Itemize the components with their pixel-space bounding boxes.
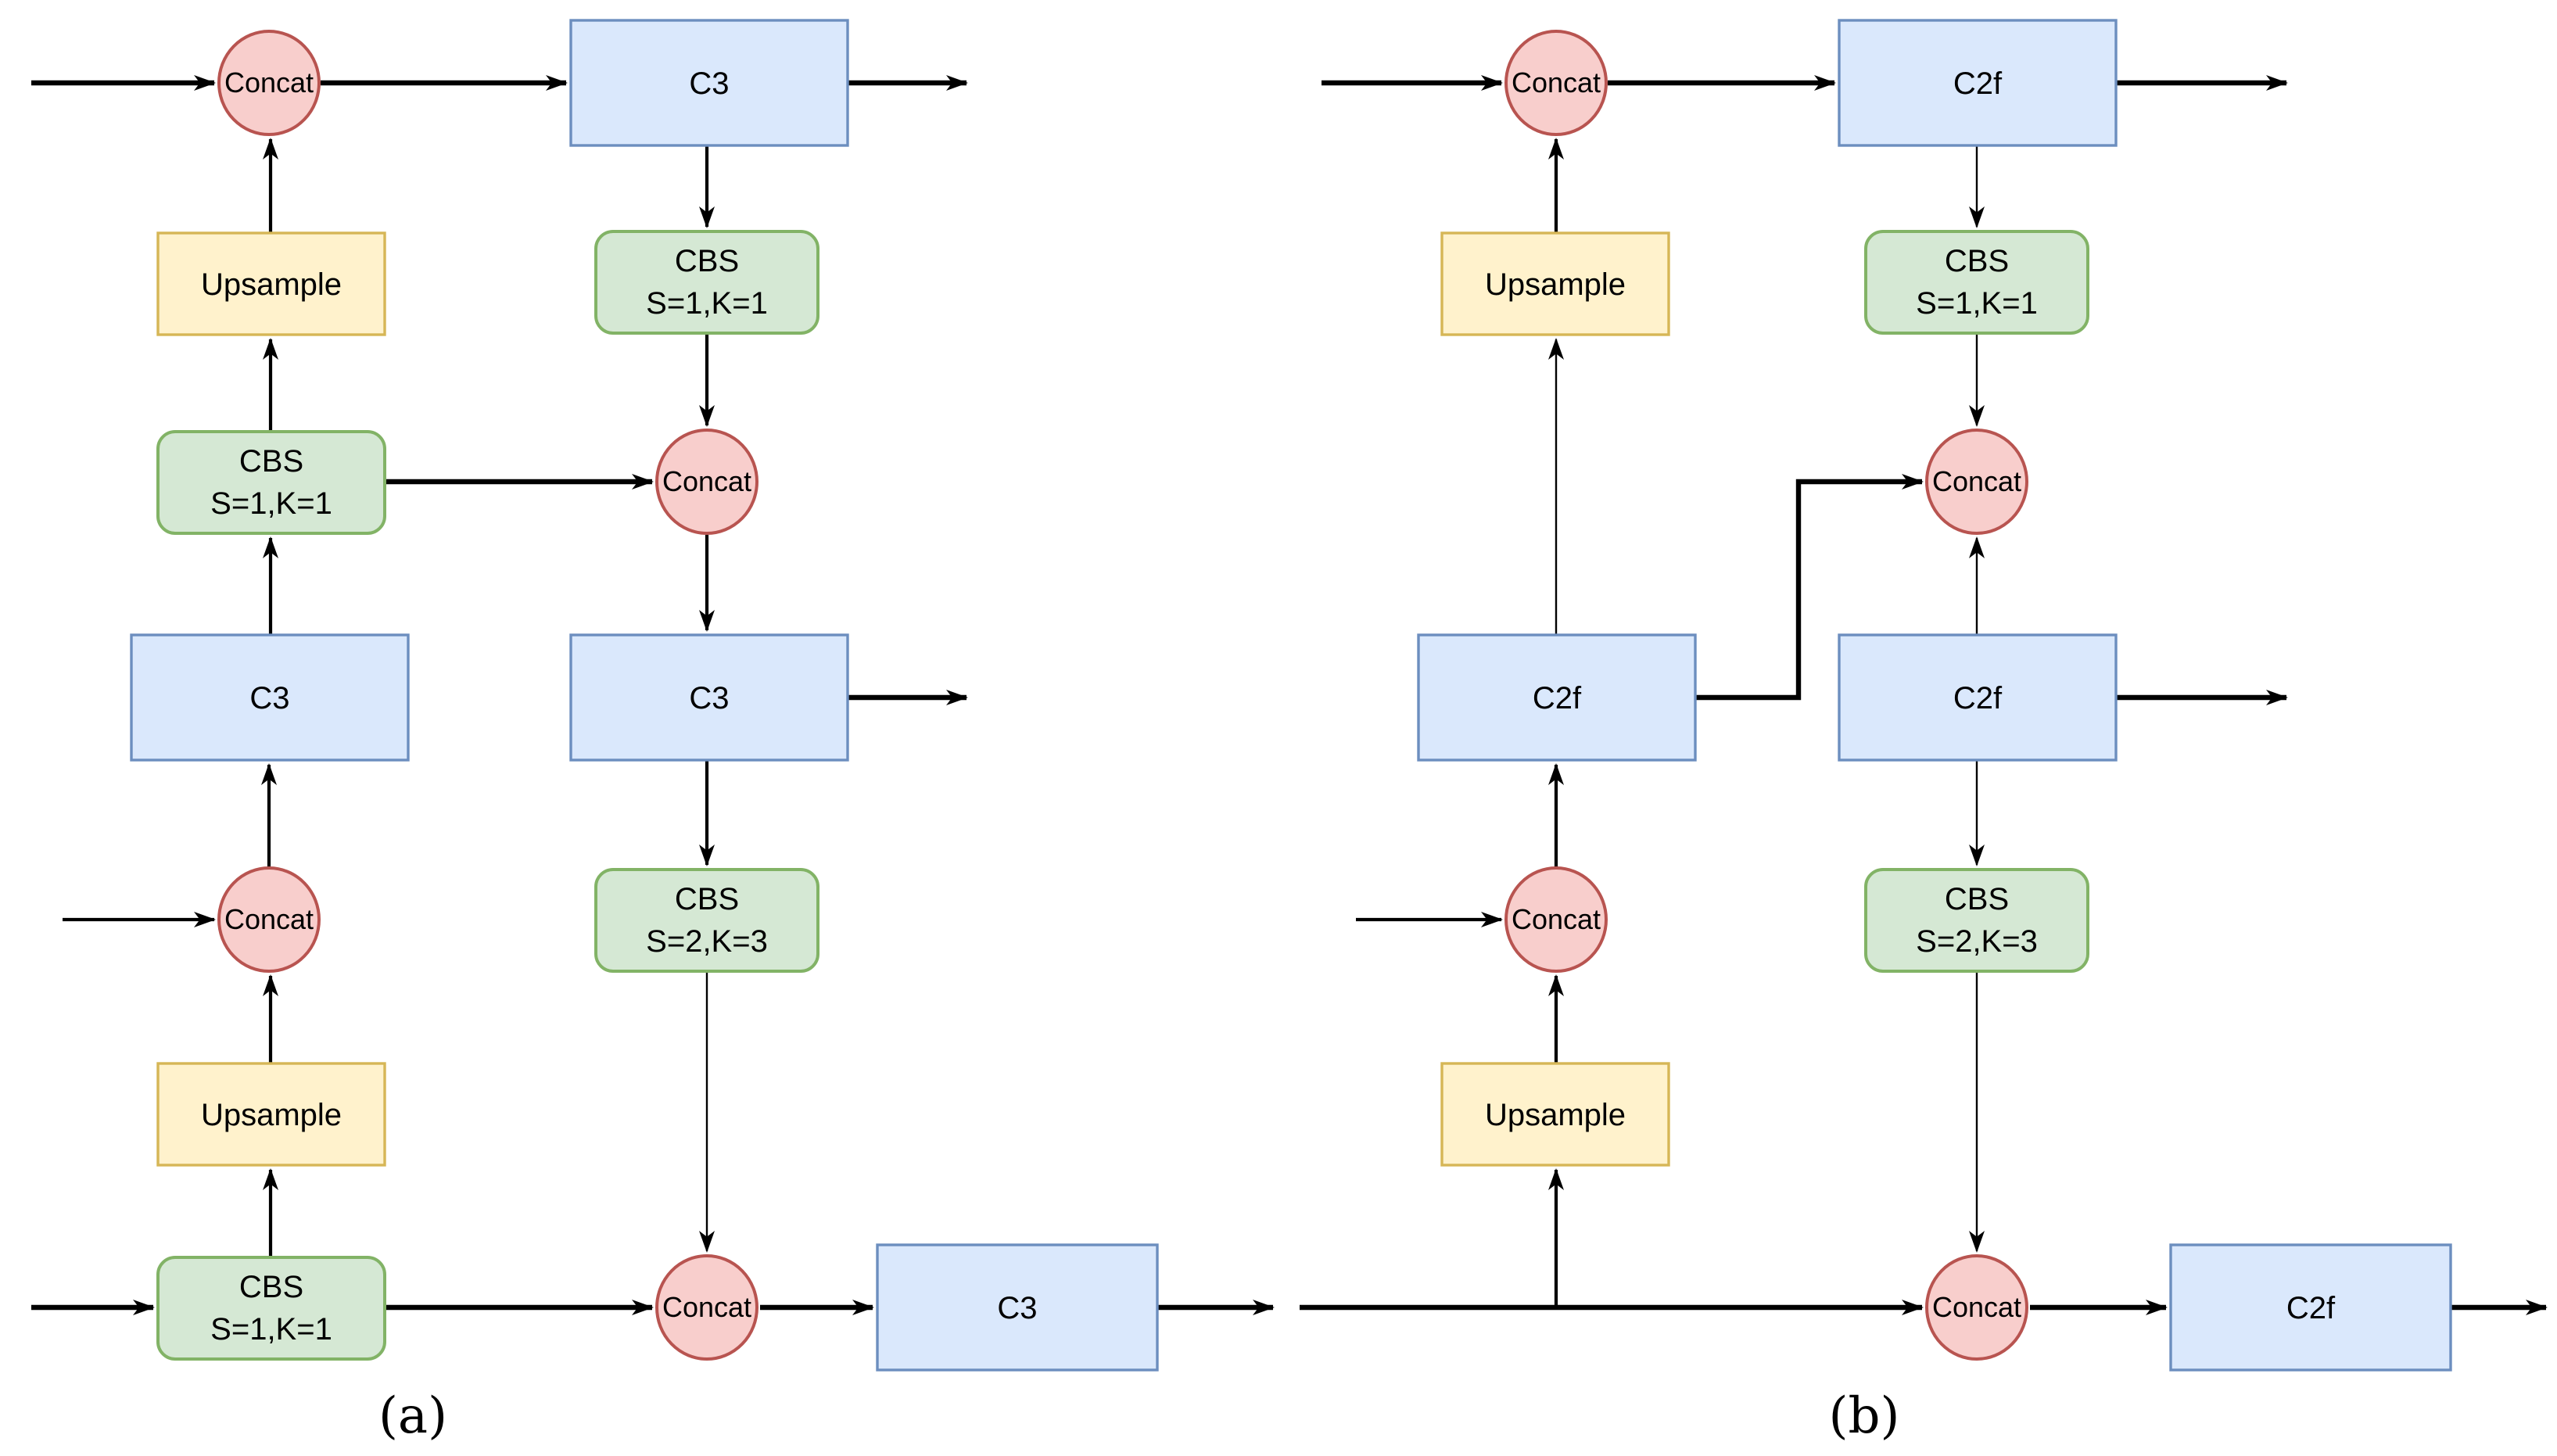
concat-a1: Concat	[217, 30, 321, 136]
concat-b1-label: Concat	[1512, 66, 1601, 99]
c2f-bottom-b-label: C2f	[2286, 1291, 2336, 1325]
c2f-mid-left-b-shape	[1417, 633, 1697, 762]
upsample-b2-shape	[1440, 1062, 1670, 1167]
concat-b2-label: Concat	[1932, 465, 2021, 497]
c2f-mid-right-b-label: C2f	[1953, 681, 2003, 715]
c3-bottom-a-label: C3	[997, 1291, 1037, 1325]
upsample-b2-label: Upsample	[1485, 1098, 1626, 1132]
c2f-top-b: C2f	[1838, 19, 2118, 147]
concat-a4-shape	[655, 1254, 758, 1361]
caption-b: (b)	[1829, 1387, 1900, 1445]
c3-mid-left-a: C3	[130, 633, 410, 762]
concat-a2-shape	[655, 429, 758, 535]
c2f-bottom-b-shape	[2169, 1243, 2452, 1372]
c3-mid-right-a-label: C3	[689, 681, 729, 715]
concat-b1: Concat	[1504, 30, 1608, 136]
upsample-a1: Upsample	[156, 231, 386, 336]
c2f-mid-right-b: C2f	[1838, 633, 2118, 762]
concat-b1-shape	[1504, 30, 1608, 136]
cbs-a-stride-right-shape	[594, 868, 819, 973]
concat-b4-label: Concat	[1932, 1291, 2021, 1323]
c3-top-a: C3	[569, 19, 849, 147]
concat-a3-label: Concat	[224, 903, 314, 935]
concat-a2: Concat	[655, 429, 758, 535]
concat-b2: Concat	[1925, 429, 2028, 535]
c3-mid-right-a-shape	[569, 633, 849, 762]
cbs-a-mid-left-shape	[156, 430, 386, 535]
concat-b3: Concat	[1504, 866, 1608, 973]
upsample-a1-label: Upsample	[201, 267, 342, 302]
upsample-b1: Upsample	[1440, 231, 1670, 336]
concat-a2-label: Concat	[662, 465, 751, 497]
c3-mid-left-a-shape	[130, 633, 410, 762]
cbs-b-top-right-shape	[1864, 230, 2089, 335]
upsample-b1-label: Upsample	[1485, 267, 1626, 302]
c3-top-a-shape	[569, 19, 849, 147]
cbs-a-bottom-shape	[156, 1256, 386, 1361]
concat-a3: Concat	[217, 866, 321, 973]
c2f-top-b-shape	[1838, 19, 2118, 147]
caption-a: (a)	[378, 1387, 447, 1445]
concat-b3-shape	[1504, 866, 1608, 973]
c2f-mid-left-b: C2f	[1417, 633, 1697, 762]
edge-b-c2fml-concat2-elbow	[1695, 474, 1924, 701]
concat-a1-label: Concat	[224, 66, 314, 99]
concat-b3-label: Concat	[1512, 903, 1601, 935]
c2f-mid-left-b-label: C2f	[1533, 681, 1582, 715]
upsample-a2-label: Upsample	[201, 1098, 342, 1132]
concat-a4-label: Concat	[662, 1291, 751, 1323]
concat-b4-shape	[1925, 1254, 2028, 1361]
c3-bottom-a: C3	[876, 1243, 1159, 1372]
c3-bottom-a-shape	[876, 1243, 1159, 1372]
cbs-b-stride-right-shape	[1864, 868, 2089, 973]
upsample-a1-shape	[156, 231, 386, 336]
c2f-bottom-b: C2f	[2169, 1243, 2452, 1372]
concat-b2-shape	[1925, 429, 2028, 535]
concat-b4: Concat	[1925, 1254, 2028, 1361]
upsample-b2: Upsample	[1440, 1062, 1670, 1167]
upsample-b1-shape	[1440, 231, 1670, 336]
c3-mid-left-a-label: C3	[249, 681, 289, 715]
c3-top-a-label: C3	[689, 66, 729, 101]
concat-a3-shape	[217, 866, 321, 973]
c3-mid-right-a: C3	[569, 633, 849, 762]
c2f-top-b-label: C2f	[1953, 66, 2003, 101]
concat-a4: Concat	[655, 1254, 758, 1361]
upsample-a2-shape	[156, 1062, 386, 1167]
concat-a1-shape	[217, 30, 321, 136]
c2f-mid-right-b-shape	[1838, 633, 2118, 762]
upsample-a2: Upsample	[156, 1062, 386, 1167]
cbs-a-top-right-shape	[594, 230, 819, 335]
